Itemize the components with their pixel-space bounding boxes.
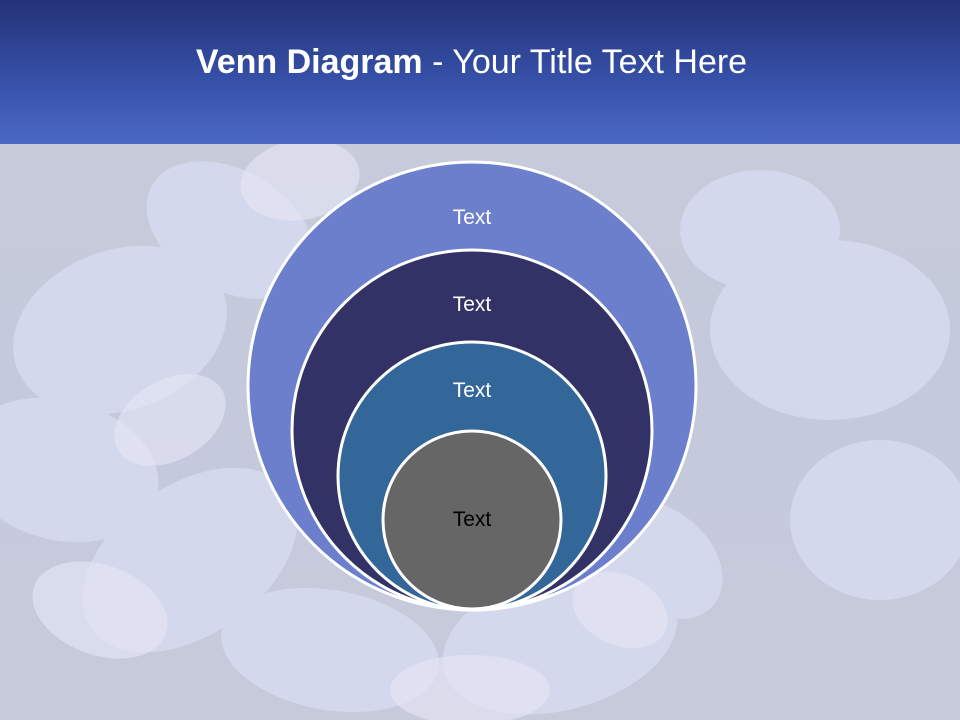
title-bar: Venn Diagram - Your Title Text Here	[0, 0, 960, 144]
title-bold-part: Venn Diagram	[195, 43, 423, 81]
circle-2-label: Text	[453, 293, 492, 316]
circle-4[interactable]: Text	[381, 429, 563, 611]
title-rest-part: - Your Title Text Here	[422, 43, 748, 81]
circle-1-label: Text	[453, 206, 492, 229]
slide-title: Venn Diagram - Your Title Text Here	[0, 38, 943, 86]
circle-3-label: Text	[453, 379, 492, 402]
circle-4-label: Text	[453, 508, 492, 531]
circle-4-shape[interactable]	[381, 429, 563, 611]
